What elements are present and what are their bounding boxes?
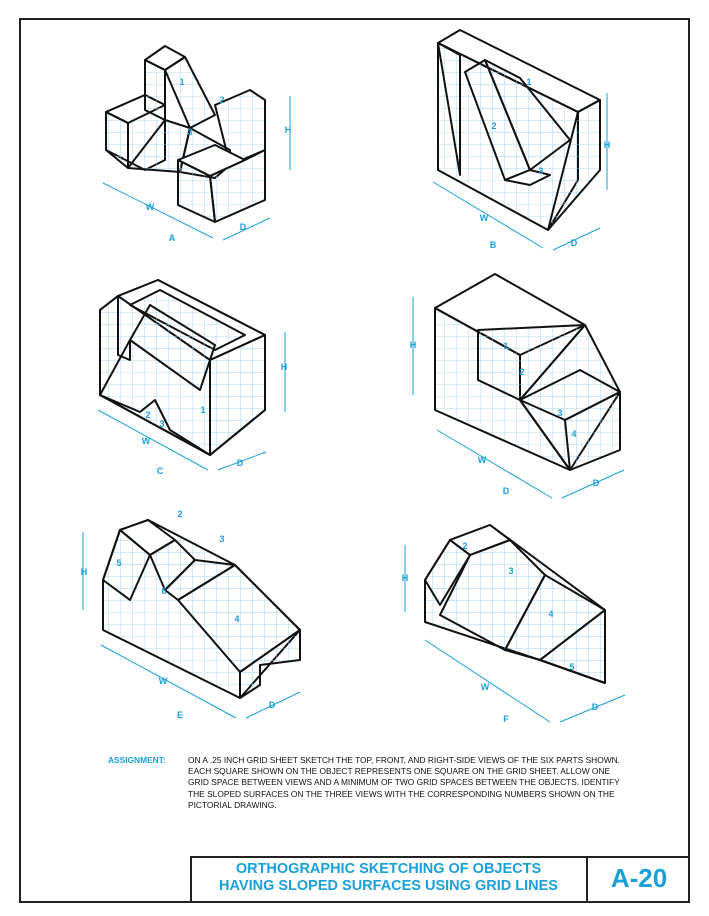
part-e-face-4: 4 (234, 614, 240, 624)
part-c-face-3: 3 (159, 419, 165, 429)
part-c-face-2: 2 (145, 410, 151, 420)
part-b-drawing (437, 29, 601, 231)
part-c-h: H (280, 362, 288, 372)
page-frame (19, 18, 690, 903)
part-b-d: D (570, 238, 578, 248)
part-d-face-2: 2 (519, 367, 525, 377)
part-e-face-5: 5 (116, 558, 122, 568)
part-f-label: F (503, 714, 509, 724)
part-e-label: E (176, 710, 183, 720)
assignment-text: ON A .25 INCH GRID SHEET SKETCH THE TOP,… (188, 755, 621, 810)
title-block-divider (586, 856, 588, 903)
part-d-face-3: 3 (557, 408, 563, 418)
part-a-face-1: 1 (179, 77, 185, 87)
part-d-w: W (477, 455, 487, 465)
part-b-face-2: 2 (491, 121, 497, 131)
part-a-drawing (105, 45, 266, 223)
part-f-drawing (424, 524, 606, 684)
part-c-drawing (99, 279, 266, 456)
part-e-w: W (158, 676, 168, 686)
title-line-1: ORTHOGRAPHIC SKETCHING OF OBJECTS (235, 861, 542, 877)
part-d-face-4: 4 (571, 429, 577, 439)
part-f-face-5: 5 (569, 662, 575, 672)
sheet-code: A-20 (610, 863, 668, 893)
part-f-face-4: 4 (548, 609, 554, 619)
part-f-face-2: 2 (462, 541, 468, 551)
part-c-w: W (141, 436, 151, 446)
part-e-h: H (80, 567, 88, 577)
part-d-face-1: 1 (503, 341, 509, 351)
part-a-face-3: 3 (187, 127, 193, 137)
title-line-2: HAVING SLOPED SURFACES USING GRID LINES (219, 878, 558, 894)
part-f-h: H (401, 573, 409, 583)
part-a-w: W (145, 202, 155, 212)
dimension-lines (82, 93, 626, 723)
part-e-d: D (268, 700, 276, 710)
part-f-d: D (591, 702, 599, 712)
part-c-d: D (236, 458, 244, 468)
part-b-face-3: 3 (538, 166, 544, 176)
part-e-face-6: 6 (161, 586, 167, 596)
assignment-block: ASSIGNMENT: ON A .25 INCH GRID SHEET SKE… (108, 755, 628, 810)
part-f-w: W (480, 682, 490, 692)
part-b-h: H (603, 140, 611, 150)
part-a-face-2: 2 (219, 95, 225, 105)
part-a-label: A (168, 233, 176, 243)
part-d-label: D (502, 486, 510, 496)
part-b-w: W (479, 213, 489, 223)
title-block (190, 856, 690, 903)
part-a-h: H (284, 125, 292, 135)
part-d-d: D (592, 478, 600, 488)
part-c-label: C (156, 466, 164, 476)
title-block-title: ORTHOGRAPHIC SKETCHING OF OBJECTS HAVING… (196, 861, 581, 895)
part-e-face-2: 2 (177, 509, 183, 519)
part-b-label: B (489, 240, 497, 250)
part-d-drawing (434, 273, 621, 471)
part-a-d: D (239, 222, 247, 232)
part-c-face-1: 1 (200, 405, 206, 415)
part-b-face-1: 1 (526, 77, 532, 87)
part-e-drawing (102, 519, 301, 699)
assignment-keyword: ASSIGNMENT: (108, 755, 166, 765)
part-f-face-3: 3 (508, 566, 514, 576)
part-d-h: H (409, 340, 417, 350)
part-e-face-3: 3 (219, 534, 225, 544)
